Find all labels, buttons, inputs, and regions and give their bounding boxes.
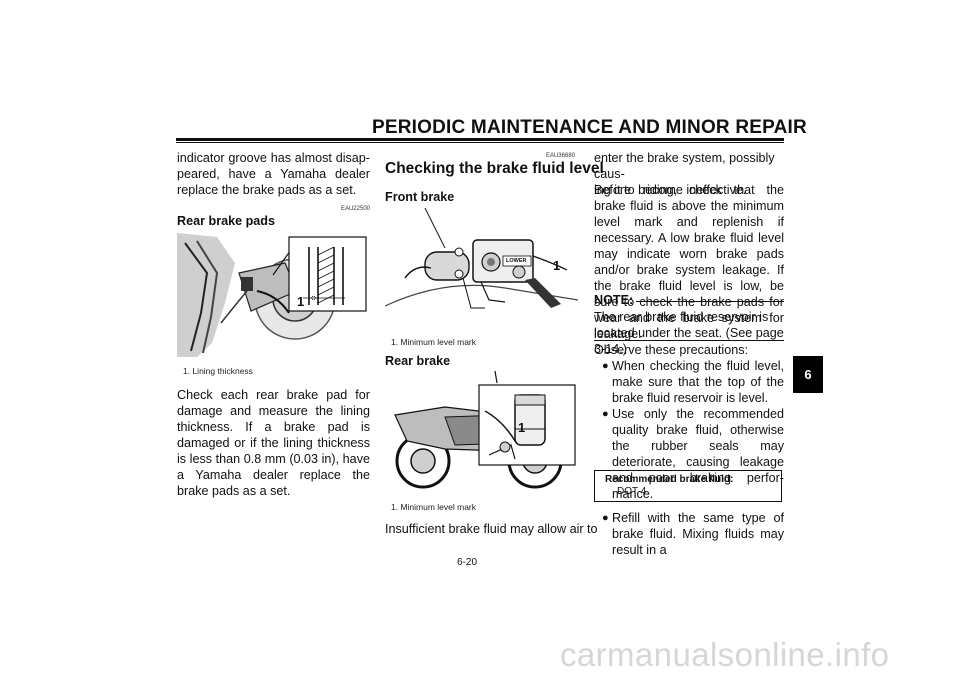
bullet-text: When checking the fluid level, make sure… — [612, 359, 784, 405]
list-item: ● When checking the fluid level, make su… — [602, 358, 784, 406]
chapter-tab: 6 — [793, 356, 823, 393]
rear-pad-caption: 1. Lining thickness — [183, 366, 253, 376]
precaution-list-cont: ● Refill with the same type of brake flu… — [602, 510, 784, 558]
col1-body: Check each rear brake pad for damage and… — [177, 388, 370, 498]
bullet-icon: ● — [602, 512, 609, 524]
bullet-text: Use only the recommended quality brake f… — [612, 407, 784, 501]
front-brake-figure — [385, 208, 578, 334]
rear-brake-pads-heading: Rear brake pads — [177, 214, 276, 228]
bullet-text: Refill with the same type of brake fluid… — [612, 511, 784, 557]
bullet-icon: ● — [602, 408, 609, 420]
front-brake-callout: 1 — [553, 258, 561, 273]
spec-value: DOT 4 — [617, 486, 647, 497]
watermark: carmanualsonline.info — [560, 636, 890, 673]
front-brake-label: Front brake — [385, 190, 455, 204]
note-label: NOTE: — [594, 293, 634, 307]
col3-para1-line2: ing it to become ineffective. — [594, 183, 747, 197]
brake-fluid-heading: Checking the brake fluid level — [385, 160, 604, 177]
rear-brake-caption: 1. Minimum level mark — [391, 502, 477, 512]
col3-para1-line1: enter the brake system, possibly caus- — [594, 151, 775, 181]
rear-brake-pad-figure — [177, 233, 370, 357]
header-rule — [176, 138, 784, 141]
header-rule-thin — [176, 142, 784, 143]
list-item: ● Use only the recommended quality brake… — [602, 406, 784, 502]
bullet-icon: ● — [602, 360, 609, 372]
rear-pad-callout: 1 — [297, 294, 305, 309]
observe-text: Observe these precautions: — [594, 343, 749, 357]
page-title: PERIODIC MAINTENANCE AND MINOR REPAIR — [372, 117, 807, 138]
col2-closing: Insufficient brake fluid may allow air t… — [385, 522, 598, 536]
rear-brake-callout: 1 — [518, 420, 526, 435]
col3-para1: enter the brake system, possibly caus- i… — [594, 150, 784, 198]
lower-mark-text: LOWER — [506, 258, 527, 264]
note-rule-top — [636, 301, 784, 302]
note-rule-bottom — [594, 340, 784, 341]
rear-brake-figure — [385, 371, 578, 495]
front-brake-caption: 1. Minimum level mark — [391, 337, 477, 347]
col1-intro: indicator groove has almost disap-peared… — [177, 151, 370, 197]
page-number: 6-20 — [457, 557, 478, 568]
spec-label: Recommended brake fluid: — [605, 474, 734, 485]
col2-code: EAU36680 — [545, 153, 575, 159]
list-item: ● Refill with the same type of brake flu… — [602, 510, 784, 558]
spec-box: Recommended brake fluid: DOT 4 — [594, 470, 782, 502]
note-text: The rear brake fluid reservoir is locate… — [594, 310, 784, 356]
precaution-list: ● When checking the fluid level, make su… — [602, 358, 784, 502]
rear-brake-label: Rear brake — [385, 354, 451, 368]
col1-code: EAU22500 — [340, 206, 370, 212]
col3-para2: Before riding, check that the brake flui… — [594, 183, 784, 341]
